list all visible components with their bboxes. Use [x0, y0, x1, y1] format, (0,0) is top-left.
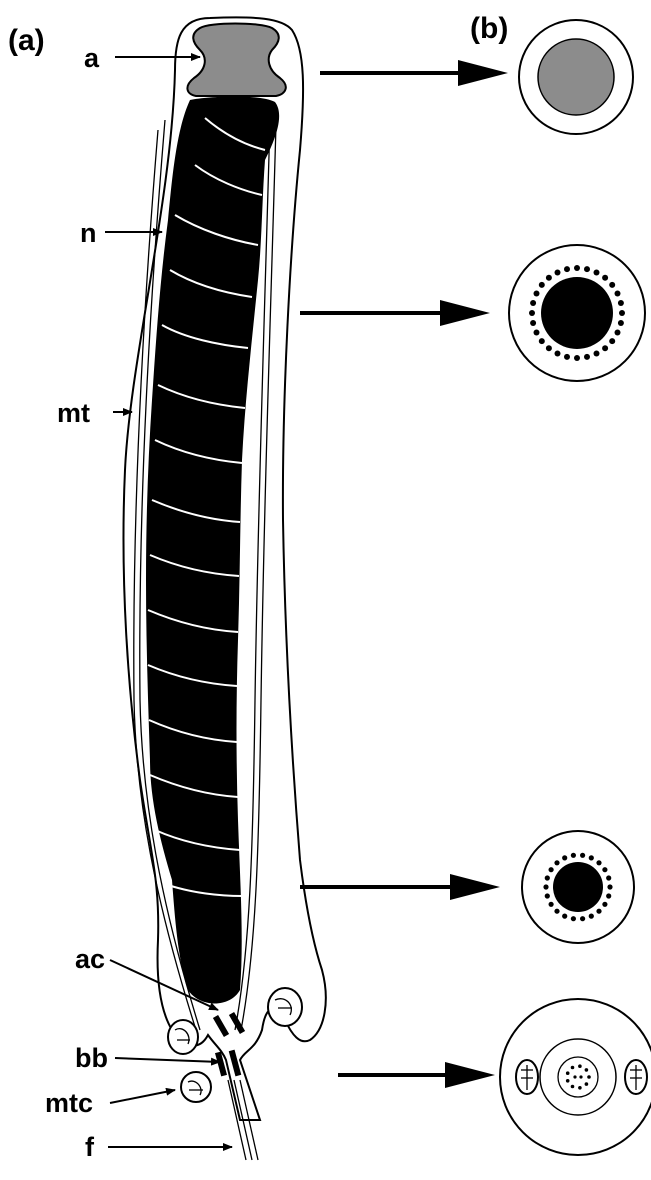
microtubule-dot [555, 270, 561, 276]
microtubule-dot [571, 916, 576, 921]
microtubule-dot [549, 902, 554, 907]
microtubule-dot [606, 893, 611, 898]
microtubule-dot [543, 884, 548, 889]
microtubule-dot [571, 1066, 575, 1070]
microtubule-dot [618, 320, 624, 326]
microtubule-dot [619, 310, 625, 316]
microtubule-dot [564, 354, 570, 360]
mitochondrion [268, 988, 302, 1026]
mitochondrion [181, 1072, 211, 1102]
microtubule-dot [554, 909, 559, 914]
microtubule-dot [602, 345, 608, 351]
microtubule-dot [618, 300, 624, 306]
label-acrosome: a [84, 43, 100, 73]
section-arrow-4 [338, 1062, 495, 1088]
microtubule-dot [585, 1068, 589, 1072]
central-pair-dot [579, 1075, 582, 1078]
microtubule-dot [546, 275, 552, 281]
pointer-bb [115, 1058, 220, 1062]
microtubule-dot [555, 351, 561, 357]
cross-section-nucleus [509, 245, 645, 381]
microtubule-dot [566, 1071, 570, 1075]
longitudinal-section [123, 17, 325, 1160]
microtubule-dot [549, 867, 554, 872]
microtubule-dot [562, 855, 567, 860]
microtubule-dot [574, 355, 580, 361]
label-microtubules: mt [57, 398, 90, 428]
label-mitochondria: mtc [45, 1088, 93, 1118]
panel-label-a: (a) [8, 24, 45, 57]
microtubule-dot [584, 354, 590, 360]
microtubule-dot [574, 265, 580, 271]
microtubule-dot [596, 909, 601, 914]
microtubule-dot [584, 266, 590, 272]
cross-sections [500, 20, 651, 1155]
microtubule-dot [606, 875, 611, 880]
microtubule-dot [578, 1086, 582, 1090]
cross-section-lower-nucleus [522, 831, 634, 943]
microtubule-dot [566, 1079, 570, 1083]
microtubule-dot [596, 860, 601, 865]
microtubule-dot [594, 270, 600, 276]
microtubule-dot [554, 860, 559, 865]
microtubule-dot [589, 914, 594, 919]
microtubule-dot [562, 914, 567, 919]
mitochondrion [168, 1020, 198, 1054]
microtubule-dot [585, 1082, 589, 1086]
microtubule-dot [530, 300, 536, 306]
microtubule-dot [564, 266, 570, 272]
microtubule-dot [571, 853, 576, 858]
microtubule-dot [545, 875, 550, 880]
microtubule-dot [609, 338, 615, 344]
microtubule-dot [545, 893, 550, 898]
microtubule-dot [580, 916, 585, 921]
microtubule-dot [578, 1064, 582, 1068]
microtubule-dot [530, 320, 536, 326]
section-arrow-2 [300, 300, 490, 326]
microtubule-dot [539, 282, 545, 288]
microtubule-dot [602, 867, 607, 872]
microtubule-dot [607, 884, 612, 889]
section-arrow-1 [320, 60, 508, 86]
microtubule-dot [587, 1075, 591, 1079]
pointer-mtc [110, 1090, 175, 1103]
microtubule-dot [615, 291, 621, 297]
microtubule-dot [602, 902, 607, 907]
microtubule-dot [602, 275, 608, 281]
microtubule-dot [580, 853, 585, 858]
microtubule-dot [615, 330, 621, 336]
cross-section-midpiece [500, 999, 651, 1155]
microtubule-dot [571, 1085, 575, 1089]
microtubule-dot [609, 282, 615, 288]
section-arrow-3 [300, 874, 500, 900]
microtubule-dot [534, 291, 540, 297]
cross-section-acrosome [519, 20, 633, 134]
microtubule-dot [529, 310, 535, 316]
section-arrows [300, 60, 508, 1088]
microtubule-dot [594, 351, 600, 357]
label-acrosome-complex: ac [75, 944, 105, 974]
label-basal-body: bb [75, 1043, 108, 1073]
microtubule-dot [589, 855, 594, 860]
central-pair-dot [573, 1075, 576, 1078]
label-flagellum: f [85, 1132, 95, 1162]
microtubule-dot [534, 330, 540, 336]
microtubule-dot [539, 338, 545, 344]
panel-label-b: (b) [470, 12, 508, 45]
microtubule-dot [546, 345, 552, 351]
label-nucleus: n [80, 218, 97, 248]
